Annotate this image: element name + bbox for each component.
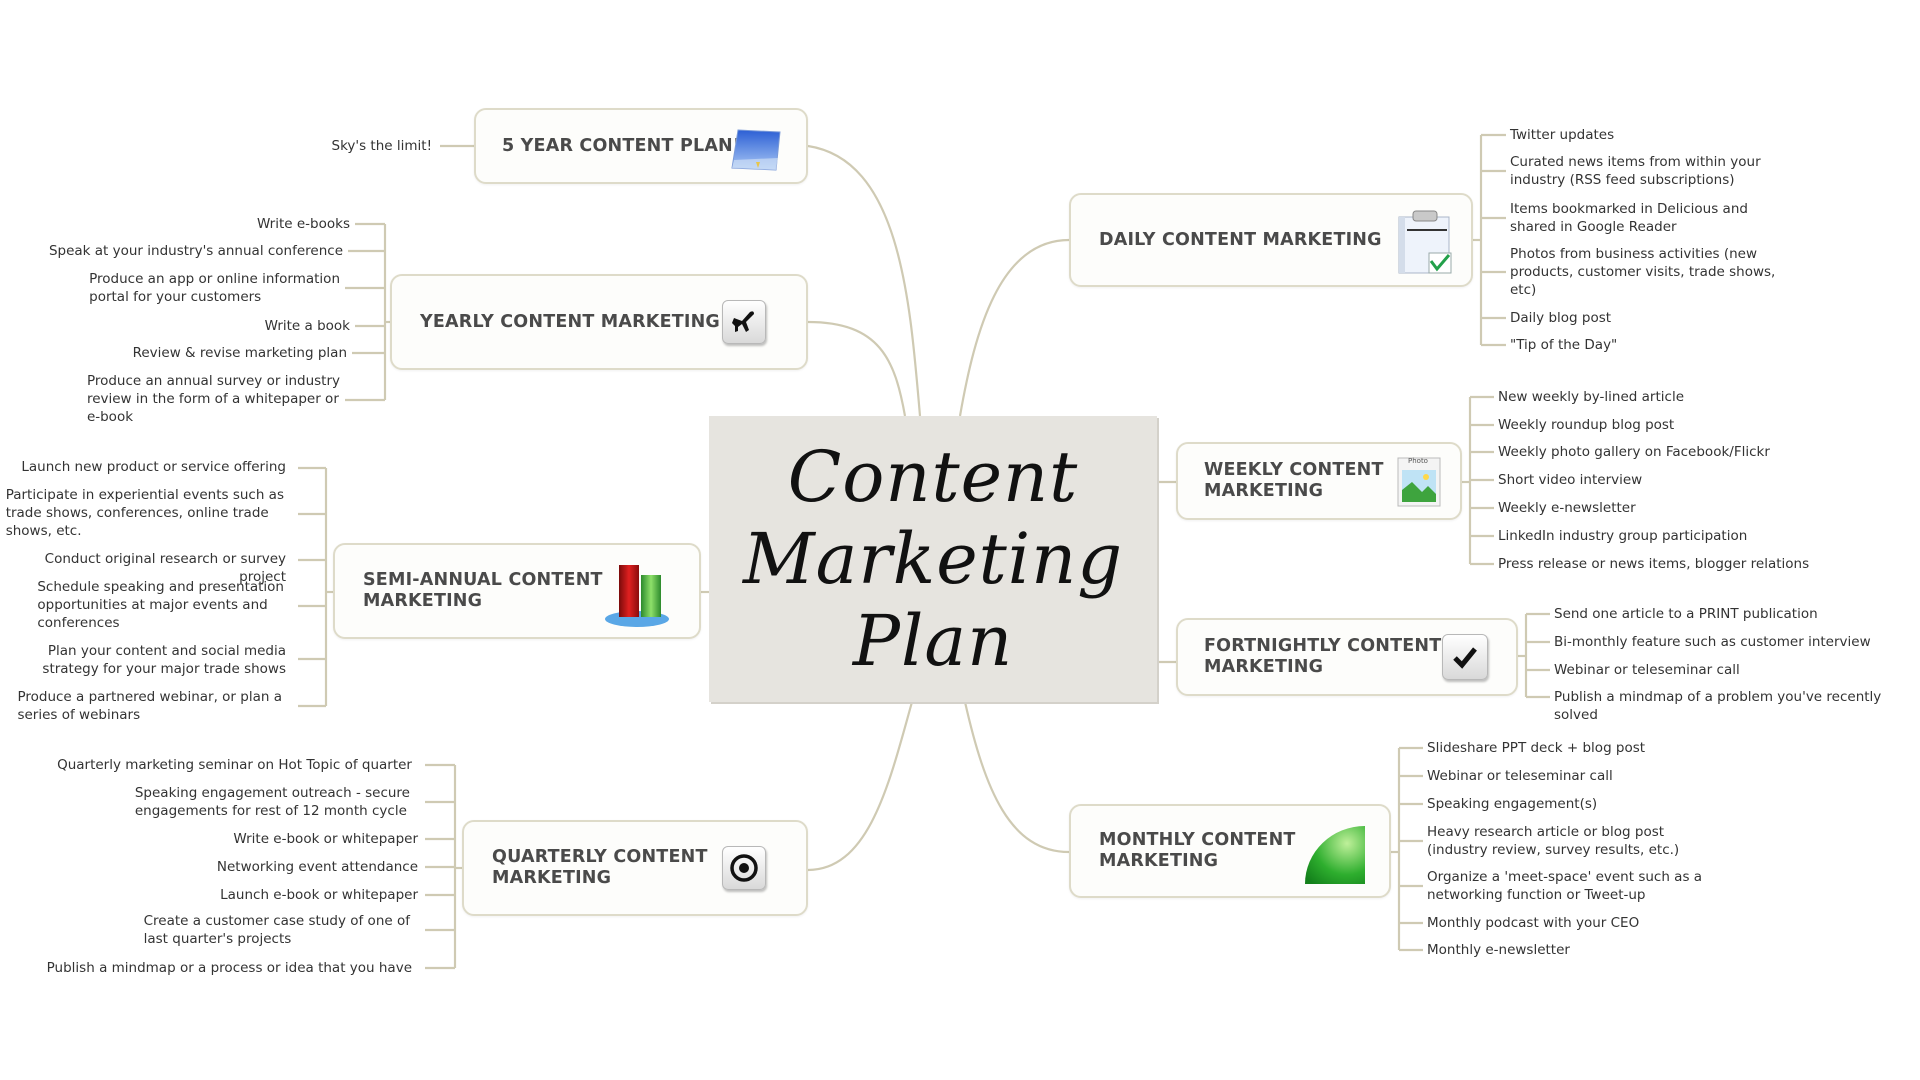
topic-fortnightly-label: FORTNIGHTLY CONTENT MARKETING	[1204, 636, 1442, 677]
leaf-daily-1: Twitter updates	[1510, 127, 1615, 143]
green-quarter-circle-icon	[1301, 824, 1367, 891]
connector-yearly	[807, 320, 907, 417]
topic-monthly[interactable]: MONTHLY CONTENT MARKETING	[1069, 804, 1391, 898]
leaf-weekly-1: New weekly by-lined article	[1498, 389, 1685, 405]
leaf-monthly-3: Speaking engagement(s)	[1427, 796, 1598, 812]
bar-chart-icon	[603, 561, 671, 632]
topic-five-year-label: 5 YEAR CONTENT PLAN!	[502, 135, 742, 156]
topic-yearly[interactable]: YEARLY CONTENT MARKETING	[390, 274, 808, 370]
leaf-yearly-6: Produce an annual survey or industry rev…	[86, 373, 340, 425]
leaf-yearly-1: Write e-books	[256, 216, 350, 232]
leaf-monthly-1: Slideshare PPT deck + blog post	[1427, 740, 1646, 756]
leaf-semi-annual-4: Schedule speaking and presentation oppor…	[37, 579, 284, 631]
topic-semi-annual-label: SEMI-ANNUAL CONTENT MARKETING	[363, 570, 603, 611]
leaf-daily-5: Daily blog post	[1510, 310, 1612, 326]
connector-quarterly	[807, 701, 914, 872]
leaf-fortnightly-2: Bi-monthly feature such as customer inte…	[1554, 634, 1871, 650]
leaf-weekly-6: LinkedIn industry group participation	[1498, 528, 1748, 544]
airplane-icon	[722, 300, 766, 344]
leaf-daily-2: Curated news items from within your indu…	[1510, 154, 1761, 188]
leaf-yearly-2: Speak at your industry's annual conferen…	[48, 243, 343, 259]
leaf-fortnightly-1: Send one article to a PRINT publication	[1554, 606, 1818, 622]
leaf-weekly-7: Press release or news items, blogger rel…	[1498, 556, 1810, 572]
topic-quarterly[interactable]: QUARTERLY CONTENT MARKETING	[462, 820, 808, 916]
leaf-yearly-5: Review & revise marketing plan	[132, 345, 347, 361]
checkmark-icon	[1442, 634, 1488, 680]
photo-icon: Photo	[1396, 456, 1442, 513]
leaf-monthly-4: Heavy research article or blog post (ind…	[1427, 824, 1680, 858]
leaf-weekly-4: Short video interview	[1498, 472, 1643, 488]
leaf-weekly-2: Weekly roundup blog post	[1498, 417, 1675, 433]
central-topic-title: Content Marketing Plan	[742, 436, 1124, 682]
topic-monthly-label: MONTHLY CONTENT MARKETING	[1099, 830, 1296, 871]
leaf-fortnightly-3: Webinar or teleseminar call	[1554, 662, 1740, 678]
target-icon	[722, 846, 766, 890]
leaf-five-year-1: Sky's the limit!	[331, 138, 433, 154]
topic-daily-label: DAILY CONTENT MARKETING	[1099, 229, 1382, 250]
leaf-quarterly-3: Write e-book or whitepaper	[233, 831, 418, 847]
photo-icon-caption: Photo	[1408, 457, 1428, 465]
connector-five-year	[807, 144, 922, 417]
leaf-semi-annual-5: Plan your content and social media strat…	[42, 643, 286, 677]
leaf-daily-3: Items bookmarked in Delicious and shared…	[1510, 201, 1748, 235]
leaf-quarterly-7: Publish a mindmap or a process or idea t…	[46, 960, 412, 976]
leaf-daily-4: Photos from business activities (new pro…	[1510, 246, 1776, 298]
clipboard-check-icon	[1397, 209, 1453, 280]
topic-daily[interactable]: DAILY CONTENT MARKETING	[1069, 193, 1473, 287]
sky-picture-icon	[730, 128, 782, 177]
topic-five-year[interactable]: 5 YEAR CONTENT PLAN!	[474, 108, 808, 184]
leaf-quarterly-5: Launch e-book or whitepaper	[220, 887, 418, 903]
topic-quarterly-label: QUARTERLY CONTENT MARKETING	[492, 847, 708, 888]
leaf-quarterly-6: Create a customer case study of one of l…	[143, 913, 410, 947]
leaf-monthly-6: Monthly podcast with your CEO	[1427, 915, 1640, 931]
topic-fortnightly[interactable]: FORTNIGHTLY CONTENT MARKETING	[1176, 618, 1518, 696]
leaf-fortnightly-4: Publish a mindmap of a problem you've re…	[1554, 689, 1882, 723]
connector-monthly	[963, 701, 1070, 854]
central-topic[interactable]: Content Marketing Plan	[709, 416, 1157, 702]
leaf-quarterly-2: Speaking engagement outreach - secure en…	[134, 785, 410, 819]
leaf-semi-annual-6: Produce a partnered webinar, or plan a s…	[17, 689, 282, 723]
connector-daily	[958, 238, 1070, 417]
leaf-quarterly-4: Networking event attendance	[216, 859, 418, 875]
topic-weekly[interactable]: WEEKLY CONTENT MARKETING Photo	[1176, 442, 1462, 520]
leaf-yearly-3: Produce an app or online information por…	[89, 271, 340, 305]
leaf-yearly-4: Write a book	[264, 318, 350, 334]
topic-yearly-label: YEARLY CONTENT MARKETING	[420, 311, 720, 332]
leaf-monthly-2: Webinar or teleseminar call	[1427, 768, 1613, 784]
leaf-semi-annual-3: Conduct original research or survey proj…	[44, 551, 286, 585]
leaf-quarterly-1: Quarterly marketing seminar on Hot Topic…	[57, 757, 412, 773]
leaf-semi-annual-2: Participate in experiential events such …	[5, 487, 284, 539]
leaf-daily-6: "Tip of the Day"	[1510, 337, 1618, 353]
leaf-weekly-3: Weekly photo gallery on Facebook/Flickr	[1498, 444, 1770, 460]
topic-weekly-label: WEEKLY CONTENT MARKETING	[1204, 460, 1384, 501]
leaf-monthly-5: Organize a 'meet-space' event such as a …	[1427, 869, 1703, 903]
leaf-monthly-7: Monthly e-newsletter	[1427, 942, 1570, 958]
topic-semi-annual[interactable]: SEMI-ANNUAL CONTENT MARKETING	[333, 543, 701, 639]
leaf-weekly-5: Weekly e-newsletter	[1498, 500, 1636, 516]
leaf-semi-annual-1: Launch new product or service offering	[21, 459, 286, 475]
